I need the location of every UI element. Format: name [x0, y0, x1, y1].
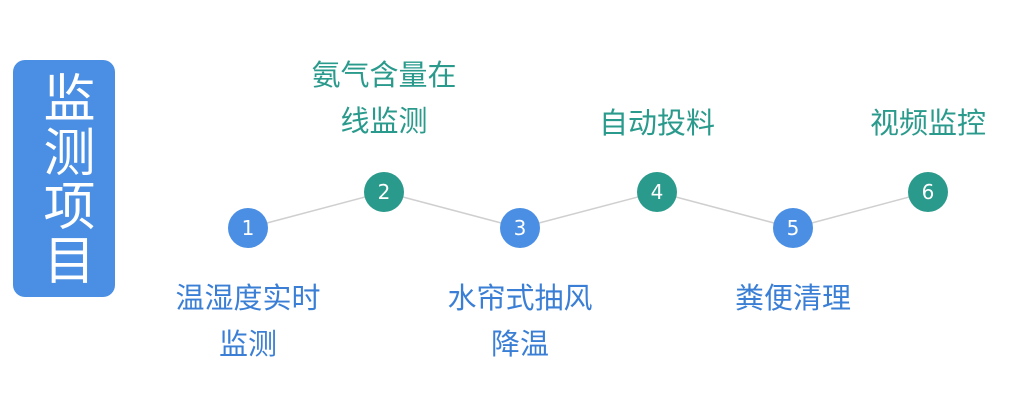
step-label-6: 视频监控 [869, 106, 986, 140]
step-label-5: 粪便清理 [734, 281, 851, 315]
step-label-4: 自动投料 [598, 106, 715, 140]
step-node-2: 2 [364, 172, 404, 212]
step-label-1: 温湿度实时 监测 [175, 281, 321, 361]
step-node-5: 5 [773, 208, 813, 248]
connector-2-3 [383, 191, 521, 229]
connector-5-6 [792, 191, 929, 229]
connector-4-5 [656, 191, 794, 229]
connector-1-2 [247, 191, 385, 229]
step-label-3: 水帘式抽风 降温 [447, 281, 593, 361]
connector-3-4 [519, 191, 658, 229]
step-node-4: 4 [637, 172, 677, 212]
section-title: 监测项目 [34, 70, 94, 287]
step-label-2: 氨气含量在 线监测 [311, 58, 457, 138]
step-node-6: 6 [908, 172, 948, 212]
step-node-1: 1 [228, 208, 268, 248]
section-title-box: 监测项目 [13, 60, 115, 297]
step-node-3: 3 [500, 208, 540, 248]
